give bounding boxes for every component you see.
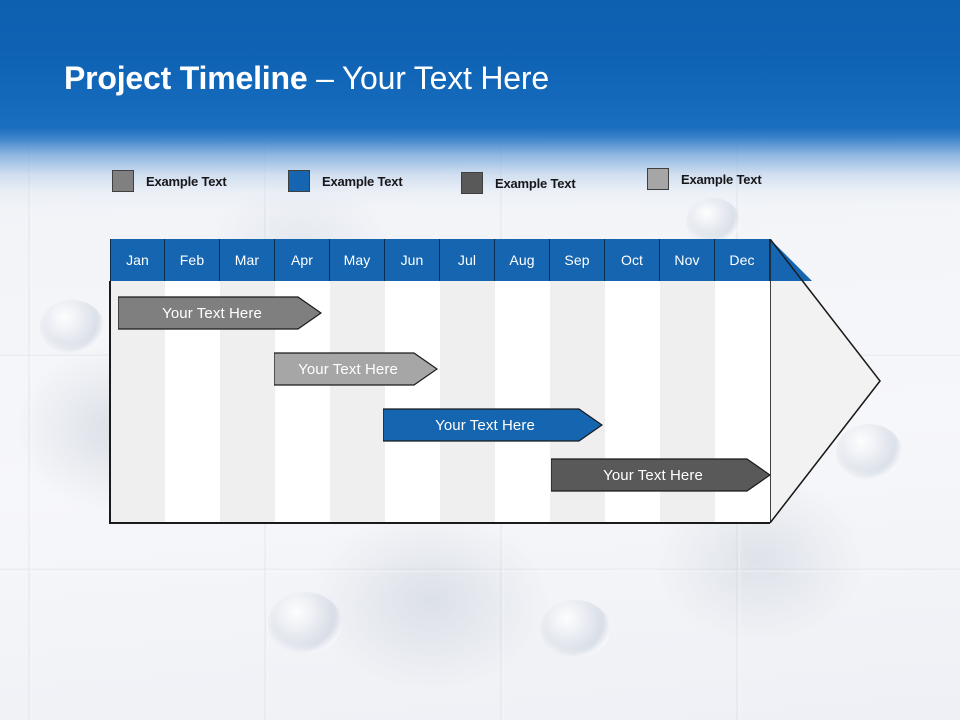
bar-arrow-shape [274,352,438,386]
bar-arrow-shape [118,296,322,330]
timeline-bar-1[interactable]: Your Text Here [118,296,322,330]
legend-label: Example Text [146,173,227,189]
bar-label: Your Text Here [603,466,703,484]
month-header-oct[interactable]: Oct [605,239,660,281]
legend-item-2[interactable]: Example Text [288,170,403,192]
month-header-feb[interactable]: Feb [165,239,220,281]
legend-item-4[interactable]: Example Text [647,168,762,190]
timeline-bar-4[interactable]: Your Text Here [551,458,771,492]
legend-swatch-icon [461,172,483,194]
month-header-aug[interactable]: Aug [495,239,550,281]
puzzle-knob [836,424,902,480]
timeline-bar-2[interactable]: Your Text Here [274,352,438,386]
legend-item-1[interactable]: Example Text [112,170,227,192]
page-title-rest: – Your Text Here [307,60,549,96]
grid-bottom-border [110,522,770,524]
legend-label: Example Text [495,175,576,191]
page-title: Project Timeline – Your Text Here [64,58,549,98]
month-header-nov[interactable]: Nov [660,239,715,281]
month-header-dec[interactable]: Dec [715,239,770,281]
timeline-bar-3[interactable]: Your Text Here [383,408,603,442]
bar-arrow-shape [551,458,771,492]
month-header-may[interactable]: May [330,239,385,281]
header-solid-band [0,0,960,128]
page-title-bold: Project Timeline [64,60,308,96]
month-header-jun[interactable]: Jun [385,239,440,281]
puzzle-knob [540,600,610,658]
timeline-column-jul [440,239,495,523]
legend-label: Example Text [322,173,403,189]
month-header-sep[interactable]: Sep [550,239,605,281]
timeline-column-jan [110,239,165,523]
timeline-column-aug [495,239,550,523]
puzzle-knob [40,300,104,354]
month-header-apr[interactable]: Apr [275,239,330,281]
timeline-column-mar [220,239,275,523]
bar-label: Your Text Here [298,360,398,378]
timeline-columns [110,239,770,523]
timeline-direction-arrow [770,239,882,523]
puzzle-knob [268,592,342,654]
timeline-column-feb [165,239,220,523]
month-header-jan[interactable]: Jan [110,239,165,281]
bar-label: Your Text Here [162,304,262,322]
bar-arrow-shape [383,408,603,442]
legend-swatch-icon [288,170,310,192]
grid-left-border [109,281,111,524]
legend-swatch-icon [647,168,669,190]
legend-swatch-icon [112,170,134,192]
month-header-jul[interactable]: Jul [440,239,495,281]
month-header-mar[interactable]: Mar [220,239,275,281]
legend-item-3[interactable]: Example Text [461,172,576,194]
bar-label: Your Text Here [435,416,535,434]
legend-label: Example Text [681,171,762,187]
